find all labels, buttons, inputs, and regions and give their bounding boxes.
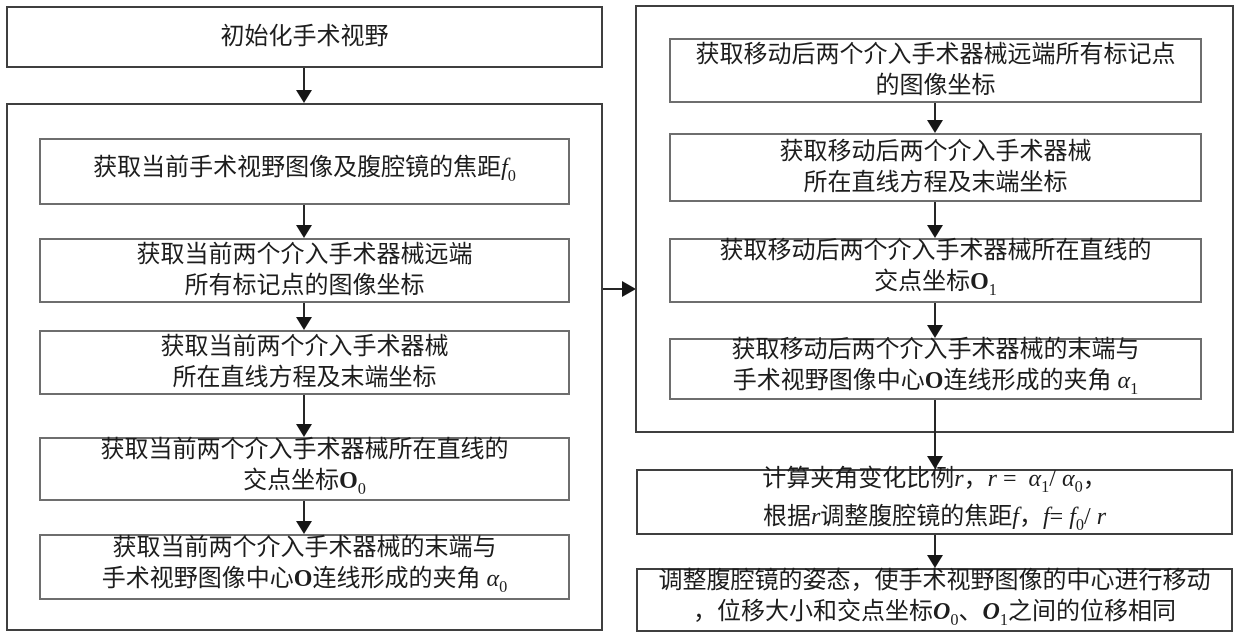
init-box: 初始化手术视野 [6,6,603,68]
box-adjust-pose: 调整腹腔镜的姿态，使手术视野图像的中心进行移动，位移大小和交点坐标O0、O1之间… [636,568,1233,632]
box-current-intersection: 获取当前两个介入手术器械所在直线的交点坐标O0 [39,437,570,501]
arrow-line [934,535,936,556]
box-moved-intersection: 获取移动后两个介入手术器械所在直线的交点坐标O1 [669,238,1202,303]
box-current-markers: 获取当前两个介入手术器械远端所有标记点的图像坐标 [39,238,570,303]
arrow-line [934,303,936,326]
arrow-head-icon [296,521,312,534]
arrow-head-icon [927,325,943,338]
box-moved-angle: 获取移动后两个介入手术器械的末端与手术视野图像中心O连线形成的夹角 α1 [669,337,1202,400]
box-current-angle: 获取当前两个介入手术器械的末端与手术视野图像中心O连线形成的夹角 α0 [39,534,570,600]
arrow-head-icon [296,225,312,238]
box-moved-lines: 获取移动后两个介入手术器械所在直线方程及末端坐标 [669,133,1202,202]
box-compute-ratio: 计算夹角变化比例r，r = α1/ α0，根据r调整腹腔镜的焦距f，f= f0/… [636,466,1233,535]
arrow-line [303,395,305,425]
arrow-head-icon [296,90,312,103]
arrow-head-icon [927,120,943,133]
arrow-line [303,205,305,226]
arrow-line [303,501,305,522]
arrow-line [934,400,936,457]
arrow-line [934,202,936,226]
arrow-head-icon [927,555,943,568]
box-current-lines: 获取当前两个介入手术器械所在直线方程及末端坐标 [39,330,570,395]
arrow-line [603,288,623,290]
arrow-line [934,103,936,121]
arrow-line [303,68,305,91]
arrow-head-icon [296,317,312,330]
arrow-line [303,303,305,318]
arrow-head-icon [296,424,312,437]
arrow-head-icon [927,456,943,469]
arrow-head-icon [622,281,636,297]
box-moved-markers: 获取移动后两个介入手术器械远端所有标记点的图像坐标 [669,38,1202,103]
arrow-head-icon [927,225,943,238]
init-box-label: 初始化手术视野 [220,23,389,50]
box-current-image-focal: 获取当前手术视野图像及腹腔镜的焦距f0 [39,138,570,205]
